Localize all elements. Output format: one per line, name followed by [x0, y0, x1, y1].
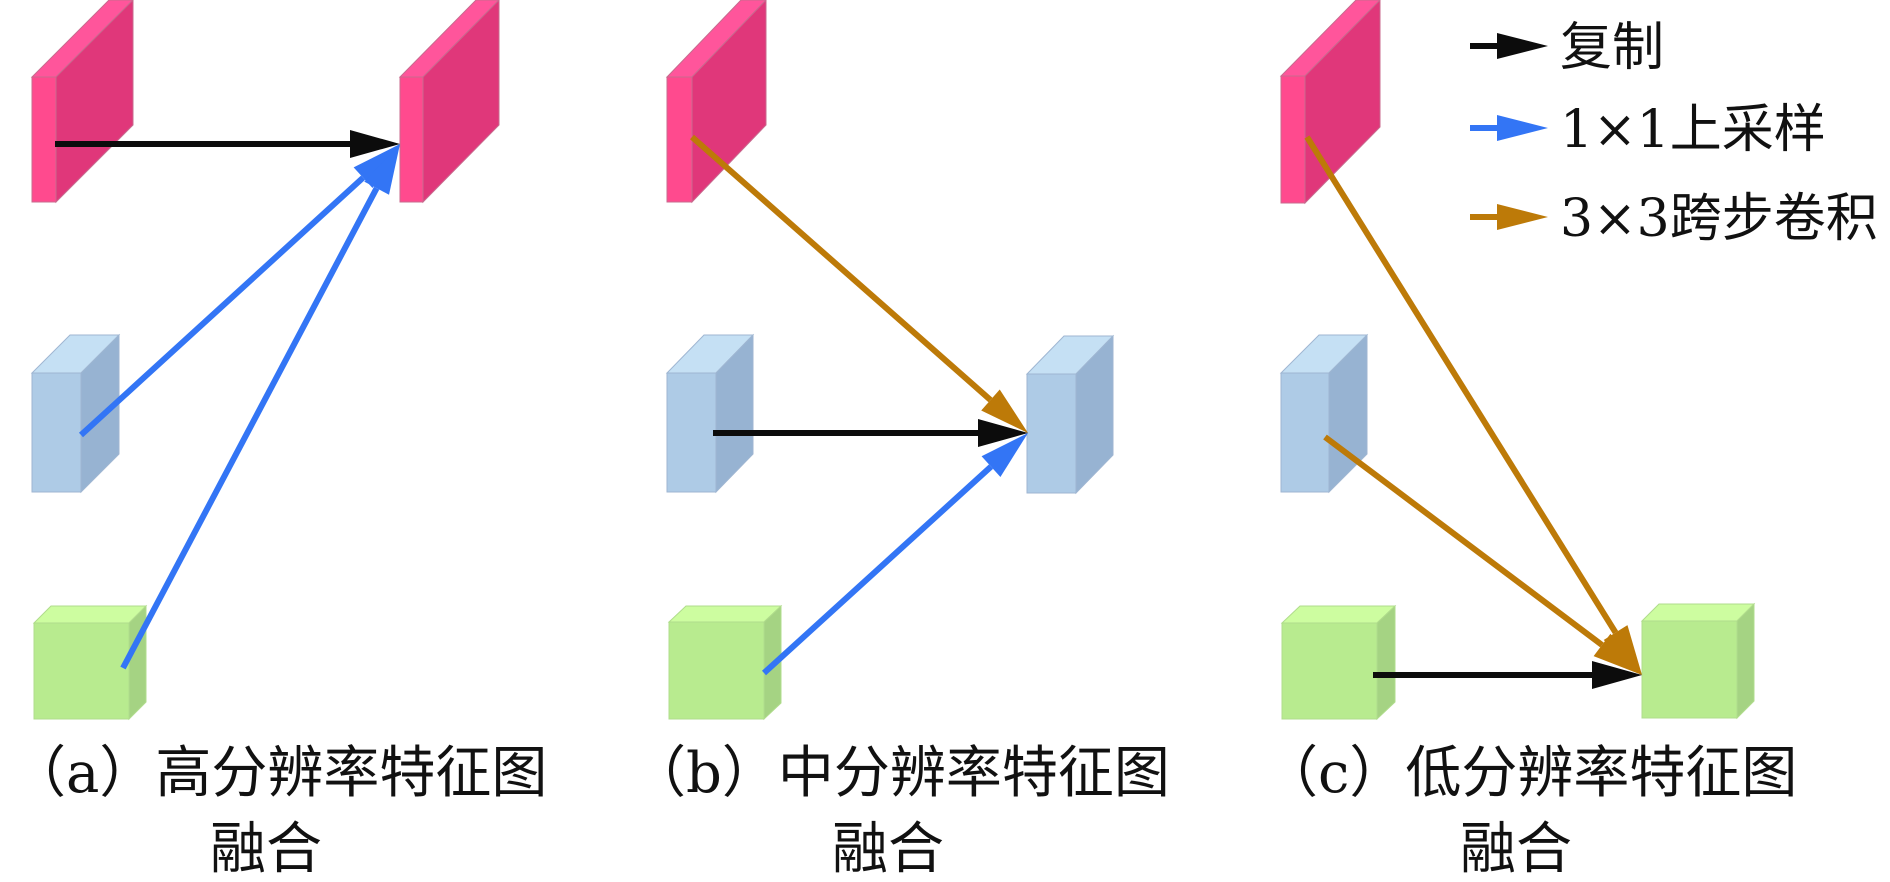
legend-arrow-icon [1497, 115, 1548, 141]
panel-c-low-res-input-map-top-face [1280, 605, 1397, 624]
panel-c-arrow-mid-res-strided-conv-head [1593, 633, 1642, 675]
panel-b-low-res-input-map [667, 604, 783, 721]
panel-b-arrow-low-res-upsample-head [981, 433, 1028, 477]
panel-c-low-res-input-map-front-face [1281, 622, 1378, 720]
panel-c-high-res-input-map [1279, 0, 1381, 205]
panel-c-low-res-input-map-side-face [1376, 604, 1396, 721]
caption-b-line2: 融合 [832, 817, 944, 882]
panel-c-fused-low-res-map [1640, 602, 1756, 720]
panel-c-mid-res-input-map [1279, 333, 1369, 494]
panel-c-arrow-mid-res-strided-conv-shaft [1323, 434, 1604, 648]
panel-b-arrow-low-res-upsample-shaft [761, 464, 994, 676]
panel-a-arrow-high-res-copy-head [350, 130, 400, 158]
panel-b-arrow-high-res-strided-conv-head [981, 389, 1028, 433]
legend-item-copy: 复制 [1470, 18, 1664, 78]
panel-b-arrow-mid-res-copy [713, 419, 1028, 447]
panel-c-high-res-input-map-front-face [1280, 75, 1306, 204]
panel-a-fused-high-res-map-front-face [399, 76, 424, 203]
panel-c-mid-res-input-map-front-face [1280, 372, 1330, 493]
panel-a-low-res-input-map [32, 604, 148, 721]
panel-c-fused-low-res-map-side-face [1736, 602, 1755, 720]
caption-a-line1: （a）高分辨率特征图 [10, 741, 548, 806]
panel-a-arrow-low-res-upsample-head [364, 144, 400, 195]
panel-a-arrow-low-res-upsample [120, 144, 400, 670]
panel-c-fused-low-res-map-front-face [1641, 620, 1738, 719]
panel-c-arrow-high-res-strided-conv-shaft [1304, 135, 1619, 635]
feature-maps [30, 0, 1756, 721]
panel-a-mid-res-input-map-front-face [31, 372, 82, 493]
panel-c-fused-low-res-map-top-face [1640, 603, 1756, 622]
panel-c-arrow-low-res-copy [1373, 661, 1642, 689]
legend-item-strided-conv: 3×3跨步卷积 [1470, 189, 1878, 249]
panel-b-fused-mid-res-map [1025, 334, 1115, 495]
panel-c-low-res-input-map [1280, 604, 1397, 721]
panel-c-arrow-mid-res-strided-conv [1323, 434, 1642, 675]
fusion-arrows [55, 130, 1642, 689]
panel-a-arrow-high-res-copy [55, 130, 400, 158]
panel-a-low-res-input-map-top-face [32, 605, 148, 624]
panel-b-mid-res-input-map [665, 333, 755, 494]
panel-a-high-res-input-map [30, 0, 134, 204]
panel-b-low-res-input-map-front-face [668, 621, 765, 720]
legend-label: 1×1上采样 [1560, 100, 1826, 160]
legend: 复制 1×1上采样 3×3跨步卷积 [1470, 18, 1878, 249]
panel-b-high-res-input-map [665, 0, 767, 204]
panel-a-arrow-mid-res-upsample-shaft [78, 175, 366, 438]
panel-a-arrow-low-res-upsample-shaft [120, 186, 380, 670]
legend-label: 3×3跨步卷积 [1560, 189, 1878, 249]
caption-b-line1: （b）中分辨率特征图 [630, 741, 1170, 806]
panel-a-high-res-input-map-front-face [31, 76, 57, 203]
legend-arrow-icon [1497, 33, 1548, 59]
legend-item-upsample: 1×1上采样 [1470, 100, 1826, 160]
panel-b-mid-res-input-map-front-face [666, 372, 717, 493]
legend-arrow-icon [1497, 204, 1548, 230]
panel-a-arrow-mid-res-upsample-head [353, 144, 400, 189]
panel-a-arrow-mid-res-upsample [78, 144, 400, 438]
caption-c-line2: 融合 [1460, 817, 1572, 882]
panel-b-high-res-input-map-front-face [666, 76, 693, 203]
panel-b-arrow-high-res-strided-conv [690, 134, 1028, 433]
panel-a-low-res-input-map-front-face [33, 622, 130, 720]
panel-b-arrow-high-res-strided-conv-shaft [690, 134, 993, 403]
caption-c-line1: （c）低分辨率特征图 [1262, 741, 1798, 806]
panel-b-arrow-low-res-upsample [761, 433, 1028, 676]
caption-a-line2: 融合 [210, 817, 322, 882]
legend-label: 复制 [1560, 18, 1664, 78]
panel-a-mid-res-input-map [30, 333, 121, 494]
panel-b-arrow-mid-res-copy-head [978, 419, 1028, 447]
panel-c-arrow-low-res-copy-head [1592, 661, 1642, 689]
panel-b-fused-mid-res-map-front-face [1026, 373, 1077, 494]
panel-a-fused-high-res-map [398, 0, 500, 204]
panel-b-low-res-input-map-top-face [667, 605, 783, 623]
